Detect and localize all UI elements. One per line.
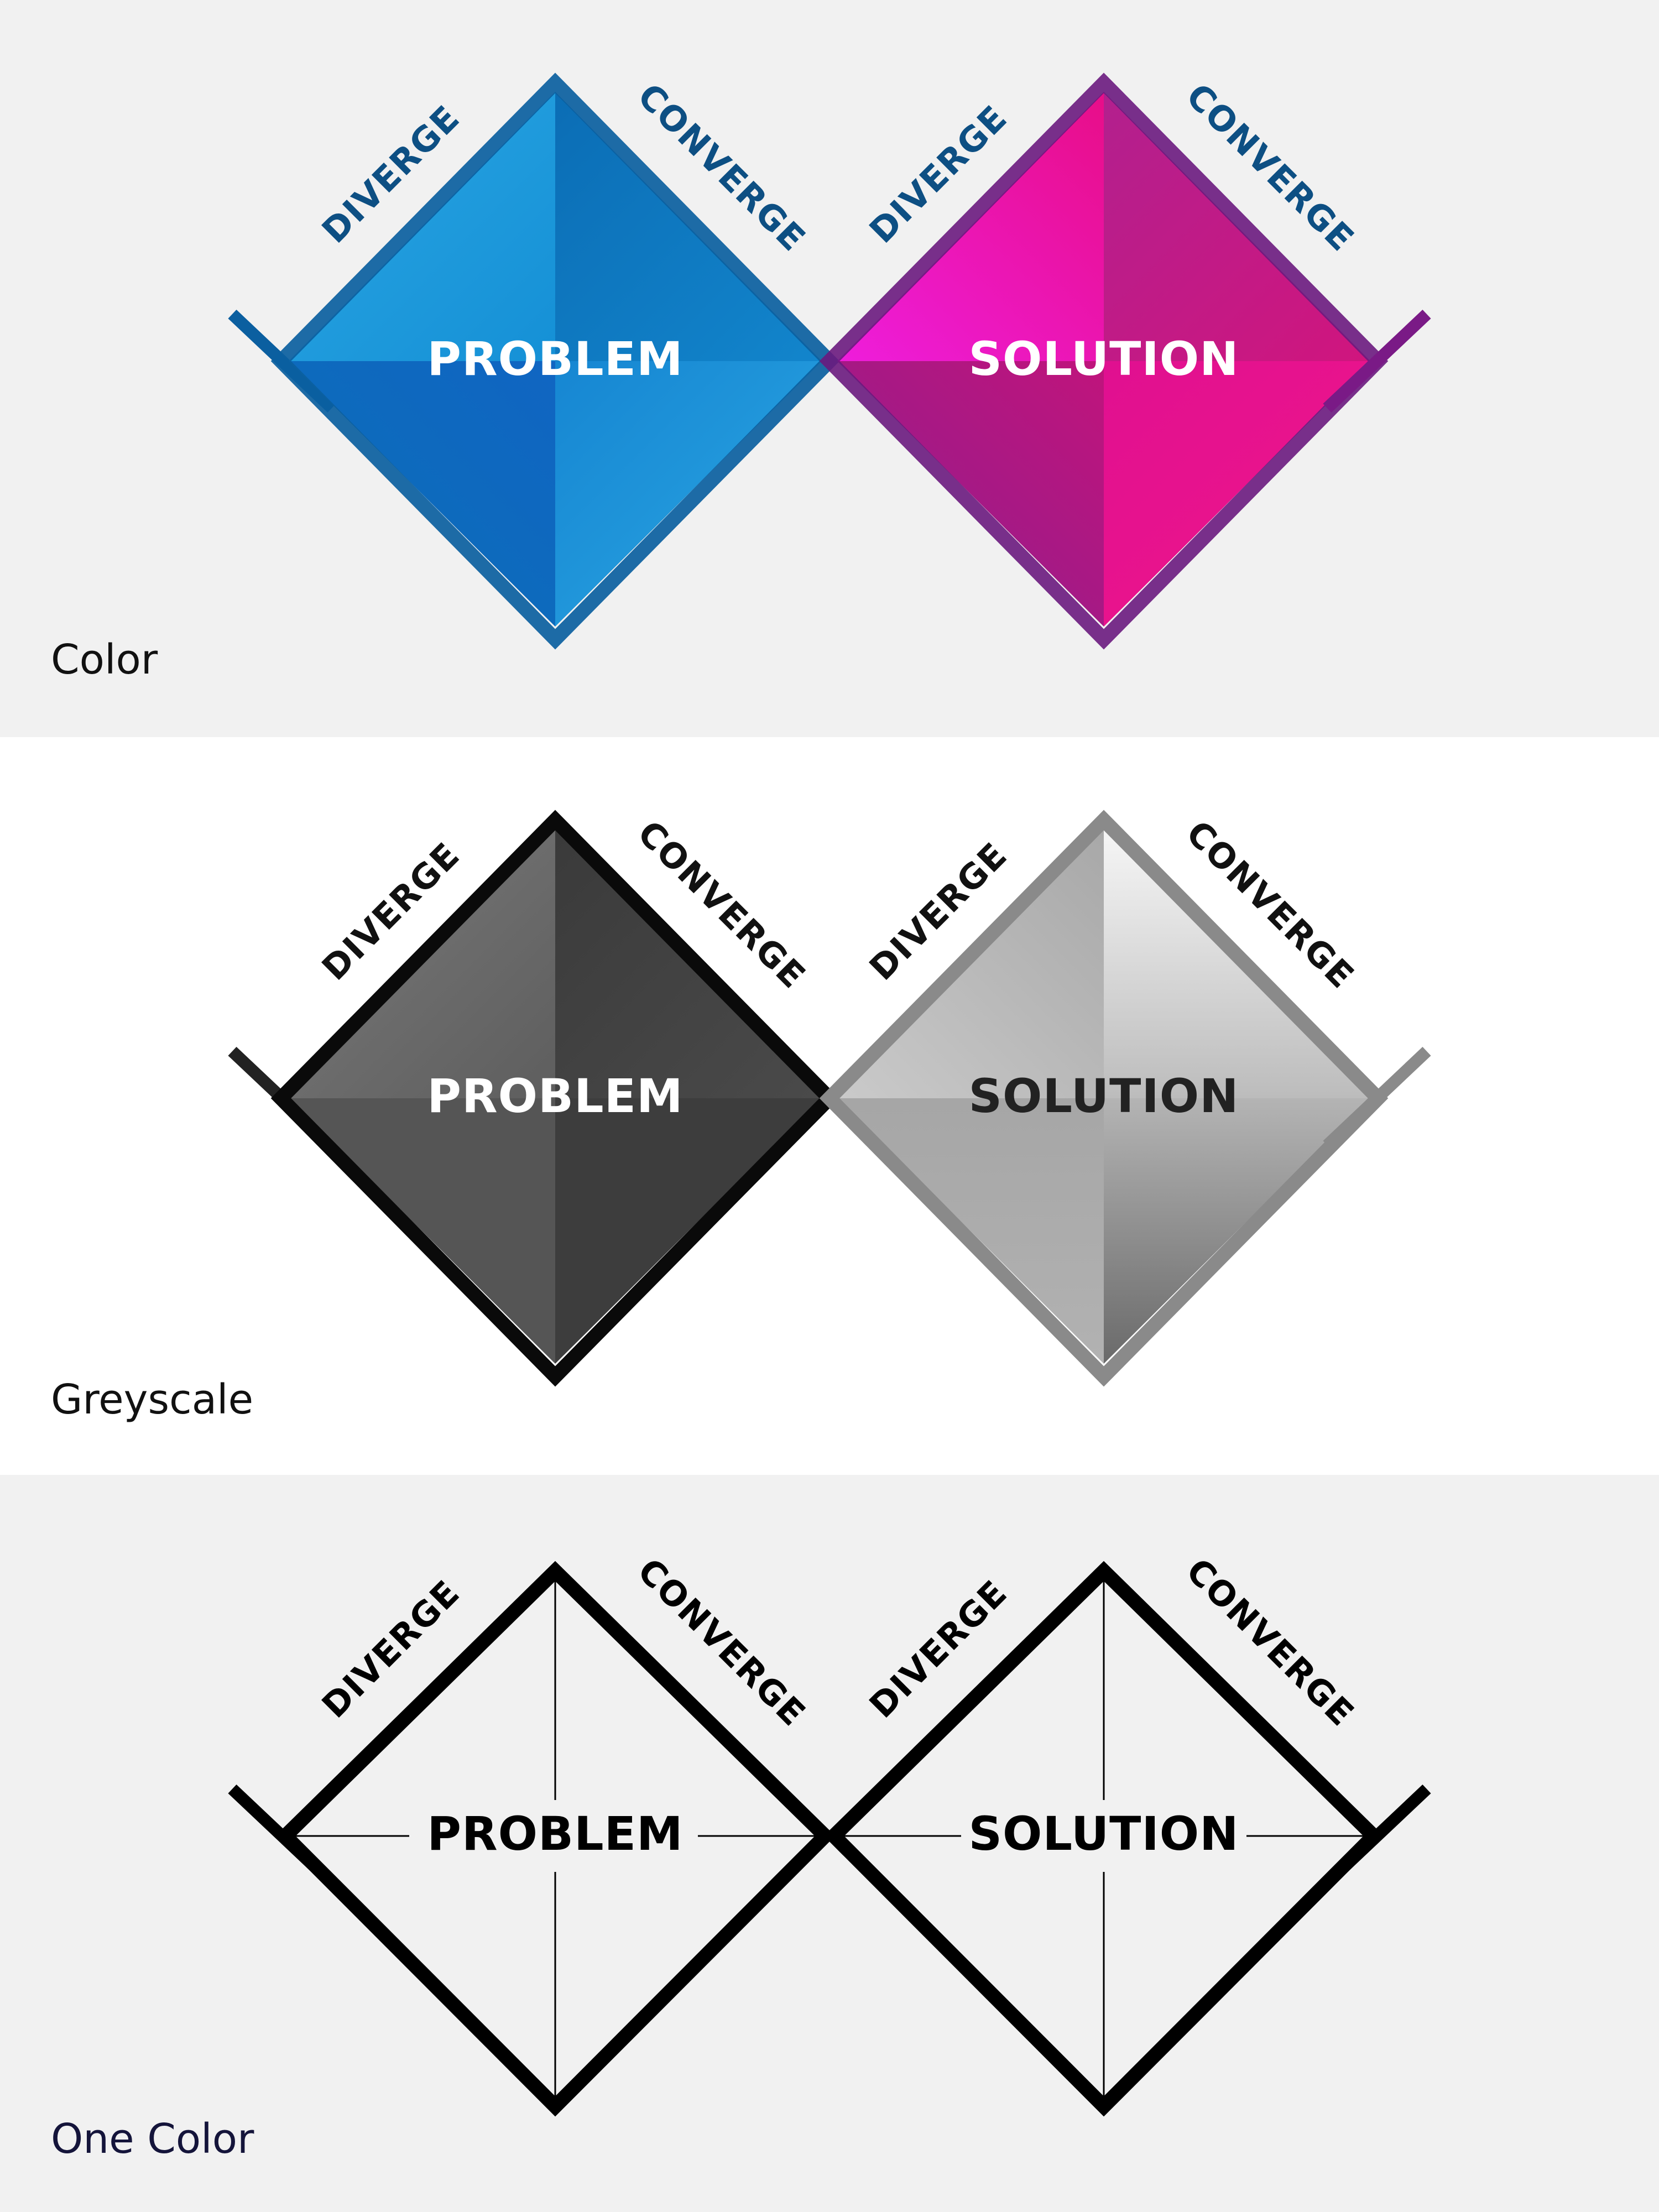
one-color-variant-panel: PROBLEM SOLUTION DIVERGE CONVERGE DIVERG… <box>0 1475 1659 2212</box>
problem-label: PROBLEM <box>427 1069 683 1123</box>
solution-label: SOLUTION <box>969 332 1239 386</box>
one-color-double-diamond-diagram: PROBLEM SOLUTION DIVERGE CONVERGE DIVERG… <box>228 1550 1431 2117</box>
solution-diamond <box>819 810 1389 1387</box>
solution-diamond <box>823 1561 1384 2117</box>
color-variant-panel: PROBLEM SOLUTION DIVERGE CONVERGE DIVERG… <box>0 0 1659 737</box>
right-end-tick <box>1323 1047 1431 1150</box>
problem-diamond <box>275 1561 836 2117</box>
problem-outline <box>275 1561 836 2117</box>
problem-outline <box>270 72 840 650</box>
greyscale-variant-panel: PROBLEM SOLUTION DIVERGE CONVERGE DIVERG… <box>0 737 1659 1475</box>
problem-label: PROBLEM <box>427 332 683 386</box>
solution-outline <box>823 1561 1384 2117</box>
right-end-tick <box>1323 310 1431 413</box>
problem-diamond <box>270 810 840 1387</box>
greyscale-double-diamond-diagram: PROBLEM SOLUTION DIVERGE CONVERGE DIVERG… <box>228 810 1431 1387</box>
solution-label: SOLUTION <box>969 1069 1239 1123</box>
color-double-diamond-diagram: PROBLEM SOLUTION DIVERGE CONVERGE DIVERG… <box>228 72 1431 650</box>
greyscale-caption: Greyscale <box>51 1376 254 1423</box>
problem-label: PROBLEM <box>427 1807 683 1861</box>
solution-converge-label: CONVERGE <box>1178 1550 1363 1734</box>
problem-diverge-label: DIVERGE <box>314 1572 468 1726</box>
solution-diamond <box>819 72 1389 650</box>
problem-converge-label: CONVERGE <box>630 1550 814 1734</box>
problem-outline <box>270 810 840 1387</box>
solution-diverge-label: DIVERGE <box>862 1572 1015 1726</box>
color-caption: Color <box>51 636 158 684</box>
solution-outline <box>819 72 1389 650</box>
problem-diamond <box>270 72 840 650</box>
right-end-tick <box>1323 1785 1431 1887</box>
one-color-caption: One Color <box>51 2115 254 2163</box>
solution-outline <box>819 810 1389 1387</box>
solution-label: SOLUTION <box>969 1807 1239 1861</box>
